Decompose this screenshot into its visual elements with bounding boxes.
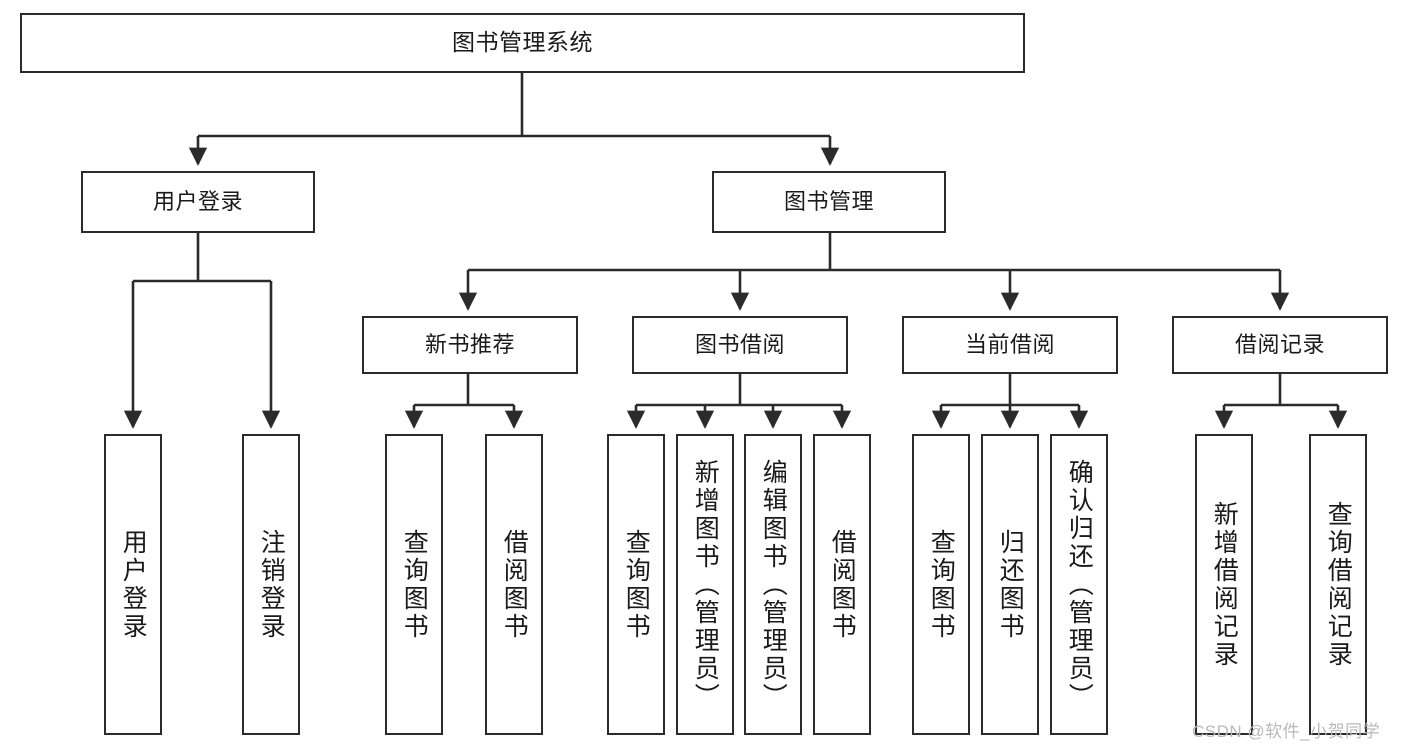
node-current-borrow[interactable]: 当前借阅 — [902, 316, 1118, 374]
node-label: 图书管理 — [783, 189, 874, 215]
node-label: 借阅图书 — [500, 528, 529, 641]
node-leaf-record-query[interactable]: 查询借阅记录 — [1309, 434, 1367, 735]
node-label: 用户登录 — [119, 528, 148, 641]
node-leaf-current-confirm-return[interactable]: 确认归还（管理员） — [1050, 434, 1108, 735]
node-leaf-borrow-edit[interactable]: 编辑图书（管理员） — [744, 434, 802, 735]
node-leaf-newbook-borrow[interactable]: 借阅图书 — [485, 434, 543, 735]
node-label: 查询借阅记录 — [1324, 500, 1353, 669]
node-leaf-borrow-lend[interactable]: 借阅图书 — [813, 434, 871, 735]
csdn-watermark: CSDN @软件_小贺同学 — [1192, 722, 1381, 741]
node-label: 确认归还（管理员） — [1065, 458, 1094, 711]
node-label: 新书推荐 — [424, 332, 515, 358]
node-label: 注销登录 — [257, 528, 286, 641]
node-user-login[interactable]: 用户登录 — [81, 171, 315, 233]
node-label: 查询图书 — [622, 528, 651, 641]
node-leaf-borrow-query[interactable]: 查询图书 — [607, 434, 665, 735]
node-label: 编辑图书（管理员） — [759, 458, 788, 711]
node-leaf-newbook-query[interactable]: 查询图书 — [385, 434, 443, 735]
node-label: 归还图书 — [996, 528, 1025, 641]
node-leaf-borrow-add[interactable]: 新增图书（管理员） — [676, 434, 734, 735]
node-label: 图书借阅 — [694, 332, 785, 358]
node-root-system[interactable]: 图书管理系统 — [20, 13, 1025, 73]
node-book-management[interactable]: 图书管理 — [712, 171, 946, 233]
node-new-book-recommend[interactable]: 新书推荐 — [362, 316, 578, 374]
node-leaf-user-login-signout[interactable]: 注销登录 — [242, 434, 300, 735]
node-book-borrow[interactable]: 图书借阅 — [632, 316, 848, 374]
node-label: 用户登录 — [152, 189, 243, 215]
node-label: 新增图书（管理员） — [691, 458, 720, 711]
node-label: 查询图书 — [927, 528, 956, 641]
node-borrow-record[interactable]: 借阅记录 — [1172, 316, 1388, 374]
node-label: 图书管理系统 — [452, 29, 593, 56]
node-label: 借阅记录 — [1234, 332, 1325, 358]
node-label: 查询图书 — [400, 528, 429, 641]
node-label: 当前借阅 — [964, 332, 1055, 358]
node-leaf-current-return[interactable]: 归还图书 — [981, 434, 1039, 735]
node-leaf-current-query[interactable]: 查询图书 — [912, 434, 970, 735]
node-leaf-user-login-signin[interactable]: 用户登录 — [104, 434, 162, 735]
node-leaf-record-add[interactable]: 新增借阅记录 — [1195, 434, 1253, 735]
node-label: 借阅图书 — [828, 528, 857, 641]
node-label: 新增借阅记录 — [1210, 500, 1239, 669]
